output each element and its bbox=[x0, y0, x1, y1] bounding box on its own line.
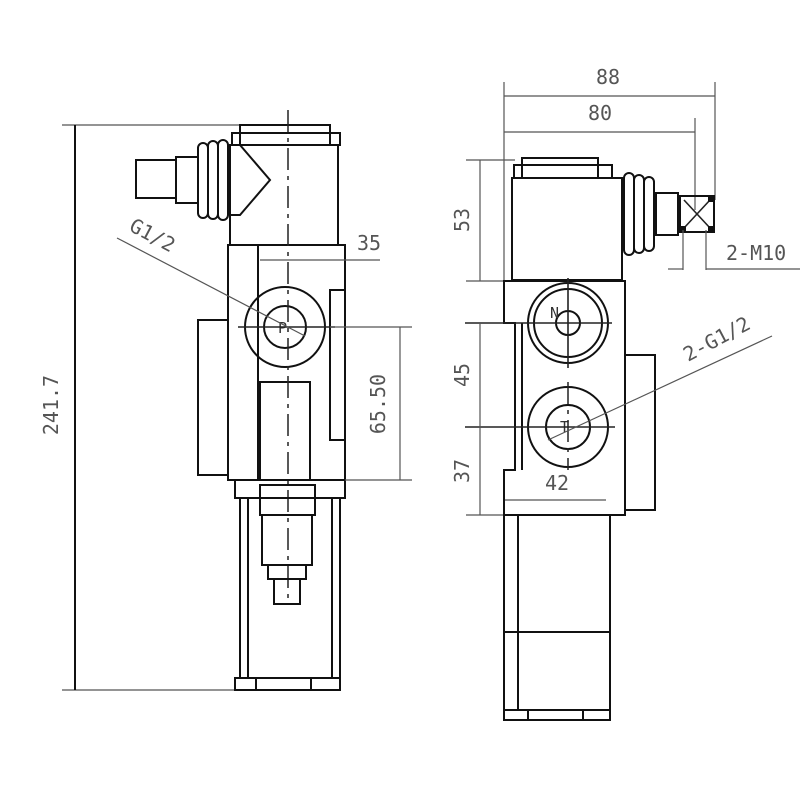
solenoid-cap-rim bbox=[231, 132, 341, 146]
connector-plug bbox=[135, 159, 177, 199]
bottom-cap-inner bbox=[527, 709, 584, 721]
mount-label: 2-M10 bbox=[726, 241, 786, 265]
stem-body bbox=[261, 514, 313, 566]
thread-label: 2-G1/2 bbox=[679, 311, 754, 366]
nut-cross-b bbox=[683, 199, 711, 229]
valve-body bbox=[227, 244, 346, 481]
solenoid-body bbox=[229, 144, 339, 246]
nut-corner bbox=[680, 226, 686, 232]
bellow-2 bbox=[633, 174, 645, 254]
lower-housing bbox=[239, 497, 341, 679]
lower-flange bbox=[234, 479, 346, 499]
front-view: 88 80 2-M10 53 N bbox=[450, 65, 800, 721]
port-width-label: 42 bbox=[545, 471, 569, 495]
bellow-1 bbox=[197, 142, 209, 219]
thread-leader bbox=[116, 237, 306, 337]
width-dim-label: 35 bbox=[357, 231, 381, 255]
lower-housing bbox=[503, 514, 611, 711]
nut-corner bbox=[708, 226, 714, 232]
side-plate bbox=[624, 354, 656, 511]
thread-label: G1/2 bbox=[126, 213, 180, 257]
bottom-cap-inner bbox=[255, 677, 312, 691]
overall-height-label: 241.7 bbox=[39, 375, 63, 435]
solenoid-body bbox=[511, 177, 623, 281]
solenoid-cap bbox=[521, 157, 599, 179]
mount-nut bbox=[679, 195, 715, 233]
port-spacing-label: 45 bbox=[450, 363, 474, 387]
side-plate bbox=[197, 319, 229, 476]
spool-slot bbox=[259, 381, 311, 481]
body-width-label: 80 bbox=[588, 101, 612, 125]
port-p-label: P bbox=[278, 319, 287, 337]
connector-stem bbox=[655, 192, 679, 236]
solenoid-height-label: 53 bbox=[450, 208, 474, 232]
bellow-3 bbox=[217, 139, 229, 221]
stem-collar bbox=[267, 564, 307, 580]
bellow-3 bbox=[643, 176, 655, 252]
port-height-label: 65.50 bbox=[366, 374, 390, 434]
connector-cone bbox=[230, 144, 272, 216]
body-step bbox=[329, 289, 345, 441]
solenoid-cap bbox=[239, 124, 331, 146]
bottom-cap bbox=[503, 709, 611, 721]
bottom-cap bbox=[234, 677, 341, 691]
side-view: 241.7 P bbox=[39, 110, 412, 691]
thread-leader bbox=[547, 335, 773, 441]
nut-corner bbox=[708, 196, 714, 202]
stem-tip bbox=[273, 578, 301, 605]
connector-neck bbox=[175, 156, 199, 204]
port-n-label: N bbox=[550, 304, 559, 322]
lower-height-label: 37 bbox=[450, 459, 474, 483]
bellow-2 bbox=[207, 140, 219, 220]
overall-width-label: 88 bbox=[596, 65, 620, 89]
bellow-1 bbox=[623, 172, 635, 256]
